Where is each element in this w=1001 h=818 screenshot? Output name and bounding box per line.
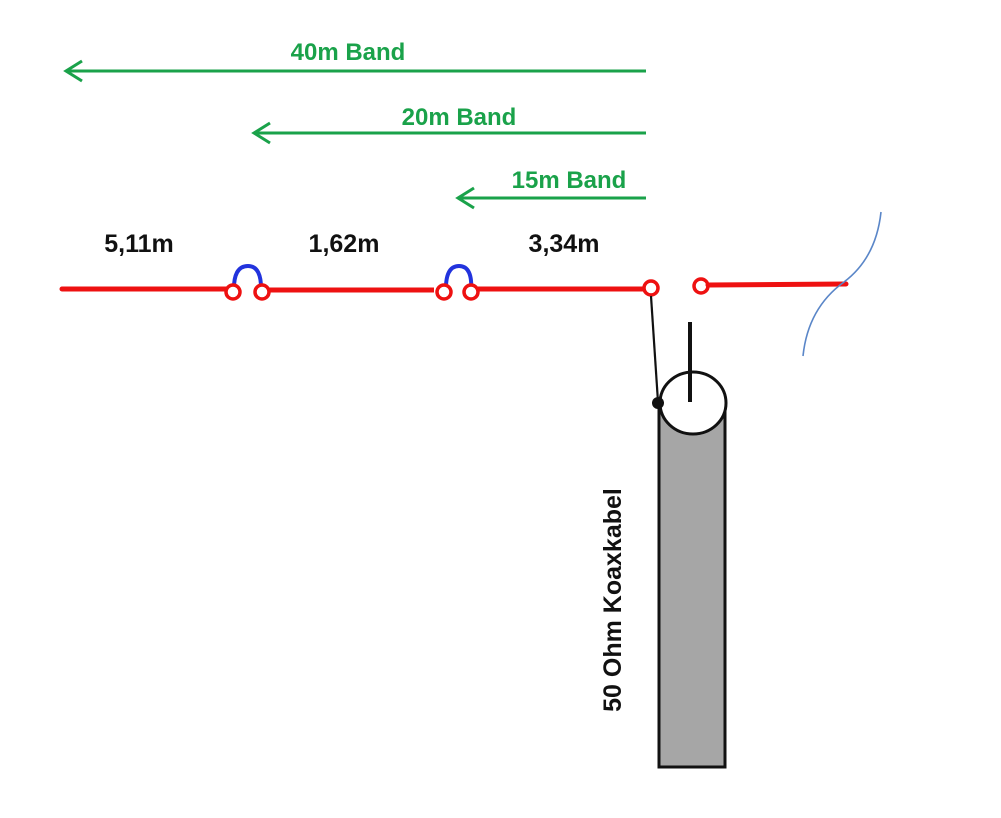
trap-1 bbox=[224, 263, 271, 301]
segment-label-1: 5,11m bbox=[104, 230, 174, 258]
band-arrow-40m: 40m Band bbox=[63, 39, 646, 83]
antenna-wire-right bbox=[705, 281, 849, 288]
antenna-wire-left bbox=[59, 286, 644, 293]
trap-2 bbox=[435, 263, 480, 301]
coax-label: 50 Ohm Koaxkabel bbox=[599, 488, 627, 712]
band-arrow-20m: 20m Band bbox=[251, 104, 646, 145]
branch bbox=[802, 211, 882, 357]
shield-lead bbox=[649, 295, 660, 403]
coax-cable bbox=[657, 370, 728, 769]
band-label-40m: 40m Band bbox=[291, 39, 406, 66]
band-label-15m: 15m Band bbox=[512, 167, 627, 194]
segment-label-2: 1,62m bbox=[309, 230, 380, 258]
segment-label-3: 3,34m bbox=[529, 230, 600, 258]
feedpoint-left bbox=[642, 279, 660, 297]
band-arrow-15m: 15m Band bbox=[455, 167, 646, 210]
band-label-20m: 20m Band bbox=[402, 104, 517, 131]
shield-contact bbox=[652, 397, 664, 409]
